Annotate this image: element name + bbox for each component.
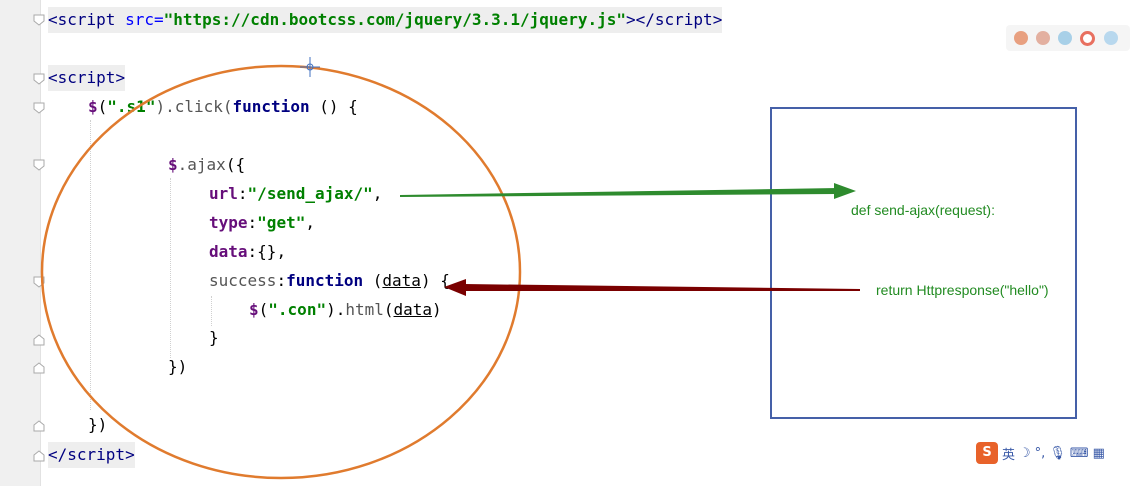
editor-gutter (0, 0, 41, 486)
indent-guide (211, 296, 212, 326)
code-line-data: data:{}, (209, 242, 287, 261)
ie-icon[interactable] (1104, 31, 1118, 45)
response-arrow (444, 279, 860, 296)
moon-icon[interactable]: ☽ (1019, 445, 1031, 461)
code-line-url: url:"/send_ajax/", (209, 184, 383, 203)
fold-marker-icon[interactable] (33, 73, 45, 85)
sogou-logo-icon[interactable]: S (976, 442, 998, 464)
fold-marker-icon[interactable] (33, 159, 45, 171)
crosshair-icon (300, 57, 320, 77)
code-line-script-open: <script> (48, 65, 126, 91)
def-text: def send-ajax(request): (851, 202, 995, 218)
ime-toolbar[interactable]: S 英 ☽ °, 🎙 ⌨ ▦ (976, 440, 1105, 466)
opera-icon[interactable] (1080, 31, 1095, 46)
code-line-close-brace: } (209, 328, 219, 347)
fold-end-icon[interactable] (33, 420, 45, 432)
fold-marker-icon[interactable] (33, 14, 45, 26)
code-line-close-click: }) (88, 415, 108, 434)
return-text: return Httpresponse("hello") (876, 282, 1049, 298)
code-line-click-handler: $(".s1").click(function () { (88, 97, 358, 116)
ime-language[interactable]: 英 (1002, 447, 1016, 463)
code-line-type: type:"get", (209, 213, 315, 232)
indent-guide (90, 120, 91, 410)
chrome-icon[interactable] (1014, 31, 1028, 45)
fold-end-icon[interactable] (33, 362, 45, 374)
firefox-icon[interactable] (1036, 31, 1050, 45)
browser-preview-bar (1006, 25, 1130, 51)
keyboard-icon[interactable]: ⌨ (1069, 445, 1089, 461)
code-line-script-src: <script src="https://cdn.bootcss.com/jqu… (48, 7, 723, 33)
fold-marker-icon[interactable] (33, 102, 45, 114)
indent-guide (170, 178, 171, 358)
server-view-box (770, 107, 1077, 419)
request-arrow (400, 183, 856, 199)
code-line-script-close: </script> (48, 442, 135, 468)
highlight-ellipse (40, 64, 522, 480)
fold-end-icon[interactable] (33, 334, 45, 346)
fold-end-icon[interactable] (33, 450, 45, 462)
grid-icon[interactable]: ▦ (1092, 445, 1105, 461)
code-line-success: success:function (data) { (209, 271, 450, 290)
safari-icon[interactable] (1058, 31, 1072, 45)
code-editor[interactable]: <script src="https://cdn.bootcss.com/jqu… (0, 0, 760, 486)
code-line-close-ajax: }) (168, 357, 188, 376)
code-line-ajax: $.ajax({ (168, 155, 246, 174)
code-line-html: $(".con").html(data) (249, 300, 442, 319)
mic-icon[interactable]: 🎙 (1049, 445, 1066, 461)
punctuation-icon[interactable]: °, (1034, 445, 1046, 461)
